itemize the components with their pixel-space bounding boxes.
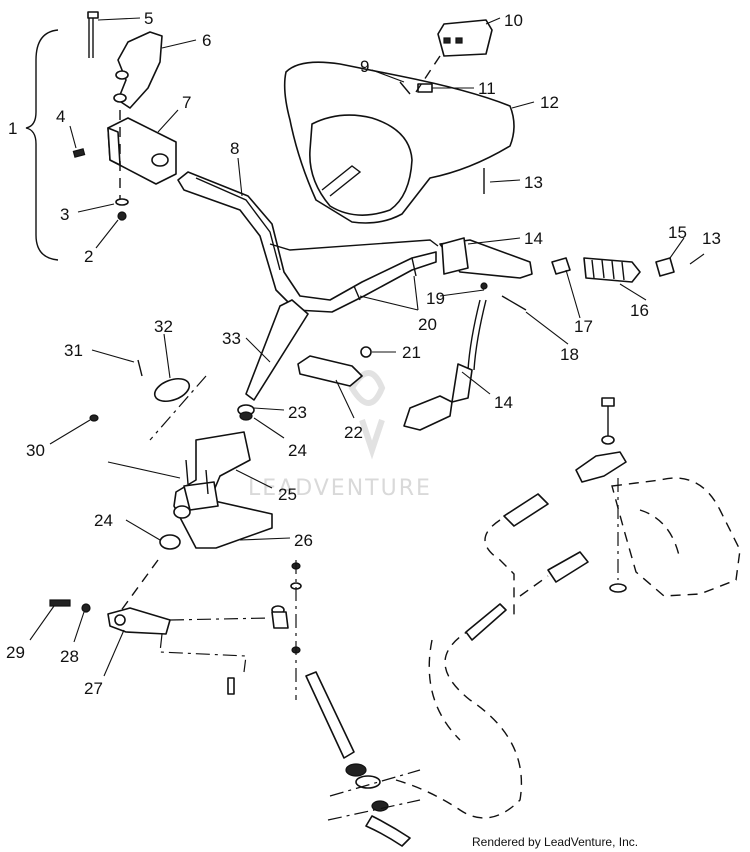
callout-label: 24 xyxy=(288,441,307,460)
callout-label: 12 xyxy=(540,93,559,112)
end-plug-part xyxy=(551,257,571,275)
callout-label: 22 xyxy=(344,423,363,442)
callout-label: 31 xyxy=(64,341,83,360)
callout-label: 10 xyxy=(504,11,523,30)
lock-washer-part xyxy=(81,603,91,613)
callout-label: 13 xyxy=(524,173,543,192)
callout-label: 20 xyxy=(418,315,437,334)
callout-label: 24 xyxy=(94,511,113,530)
callout-label: 14 xyxy=(494,393,513,412)
callout-label: 19 xyxy=(426,289,445,308)
steering-frame-part xyxy=(173,431,273,549)
callout-label: 9 xyxy=(360,57,369,76)
handlebar-shroud-part xyxy=(283,61,515,224)
grip-end-cap-part xyxy=(655,257,675,277)
nut-part-30 xyxy=(89,414,99,422)
callout-label: 33 xyxy=(222,329,241,348)
watermark: LEADVENTURE xyxy=(248,370,432,501)
callout-label: 25 xyxy=(278,485,297,504)
callout-label: 15 xyxy=(668,223,687,242)
callout-label: 14 xyxy=(524,229,543,248)
steering-cable-part xyxy=(305,629,523,847)
callout-label: 3 xyxy=(60,205,69,224)
hand-grip-part xyxy=(583,257,641,283)
callout-label: 26 xyxy=(294,531,313,550)
callout-label: 5 xyxy=(144,9,153,28)
callout-label: 2 xyxy=(84,247,93,266)
engine-housing-outline xyxy=(611,477,741,597)
callout-label: 16 xyxy=(630,301,649,320)
switch-housing-part xyxy=(107,110,177,200)
callout-label: 6 xyxy=(202,31,211,50)
flange-bearing-part xyxy=(153,377,191,403)
leader-lines xyxy=(29,17,705,677)
callout-label: 13 xyxy=(702,229,721,248)
throttle-switch-part xyxy=(403,299,487,431)
bushing-part xyxy=(159,534,181,550)
callout-label: 8 xyxy=(230,139,239,158)
headlight-part xyxy=(437,19,493,57)
pitman-bolt-part xyxy=(49,599,71,607)
credit-text: Rendered by LeadVenture, Inc. xyxy=(472,835,638,849)
knob-part xyxy=(360,346,372,358)
bolt-part xyxy=(87,11,99,58)
cable-bracket-part xyxy=(297,355,363,387)
pitman-arm-part xyxy=(107,607,171,635)
steering-column-part xyxy=(237,299,309,421)
callout-label: 29 xyxy=(6,643,25,662)
callout-label: 18 xyxy=(560,345,579,364)
callout-label: 27 xyxy=(84,679,103,698)
screw-part xyxy=(72,148,86,158)
callout-label: 4 xyxy=(56,107,65,126)
washer-part xyxy=(115,198,129,206)
callout-label: 30 xyxy=(26,441,45,460)
callout-label: 17 xyxy=(574,317,593,336)
callout-label: 21 xyxy=(402,343,421,362)
assembly-bracket xyxy=(25,29,59,261)
watermark-text: LEADVENTURE xyxy=(248,476,432,501)
tie-rod-end-part xyxy=(271,560,302,700)
nut-part xyxy=(117,211,127,221)
mount-bracket-part xyxy=(117,31,163,109)
callout-labels: 1 2 3 4 5 6 7 8 9 10 11 12 13 13 14 14 1… xyxy=(6,9,721,698)
callout-label: 23 xyxy=(288,403,307,422)
callout-label: 1 xyxy=(8,119,17,138)
throttle-cable-part xyxy=(428,397,627,741)
callout-label: 11 xyxy=(478,79,496,98)
callout-label: 28 xyxy=(60,647,79,666)
handlebar-part xyxy=(177,171,439,313)
callout-label: 7 xyxy=(182,93,191,112)
callout-label: 32 xyxy=(154,317,173,336)
